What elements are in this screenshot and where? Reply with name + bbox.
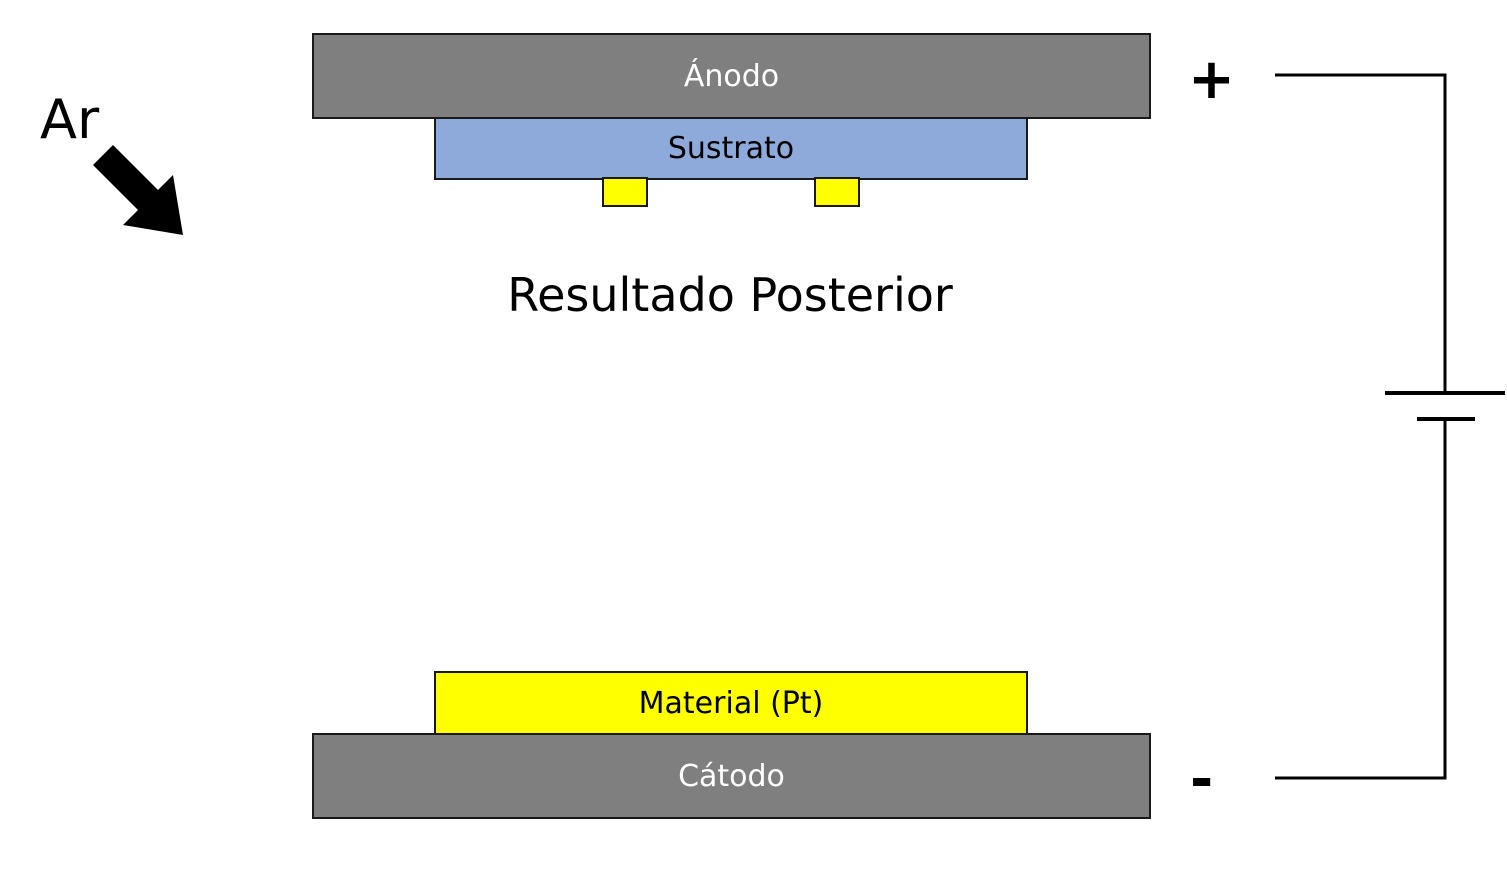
positive-wire	[1275, 73, 1447, 393]
material-label: Material (Pt)	[638, 685, 824, 721]
negative-wire	[1275, 419, 1447, 780]
gas-label: Ar	[40, 88, 100, 151]
result-title: Resultado Posterior	[507, 268, 953, 322]
substrate-layer: Sustrato	[434, 117, 1028, 180]
substrate-label: Sustrato	[667, 131, 795, 166]
arrow-down-right-icon	[93, 145, 183, 235]
circuit-wires	[1275, 73, 1447, 780]
positive-terminal-label: +	[1188, 47, 1235, 112]
cathode-label: Cátodo	[678, 758, 785, 794]
anode-plate: Ánodo	[312, 33, 1151, 119]
battery-symbol	[1385, 391, 1505, 421]
deposited-film-left	[602, 177, 648, 207]
deposited-film-right	[814, 177, 860, 207]
negative-terminal-label: -	[1190, 747, 1214, 812]
anode-label: Ánodo	[683, 58, 780, 94]
target-material: Material (Pt)	[434, 671, 1028, 735]
cathode-plate: Cátodo	[312, 733, 1151, 819]
